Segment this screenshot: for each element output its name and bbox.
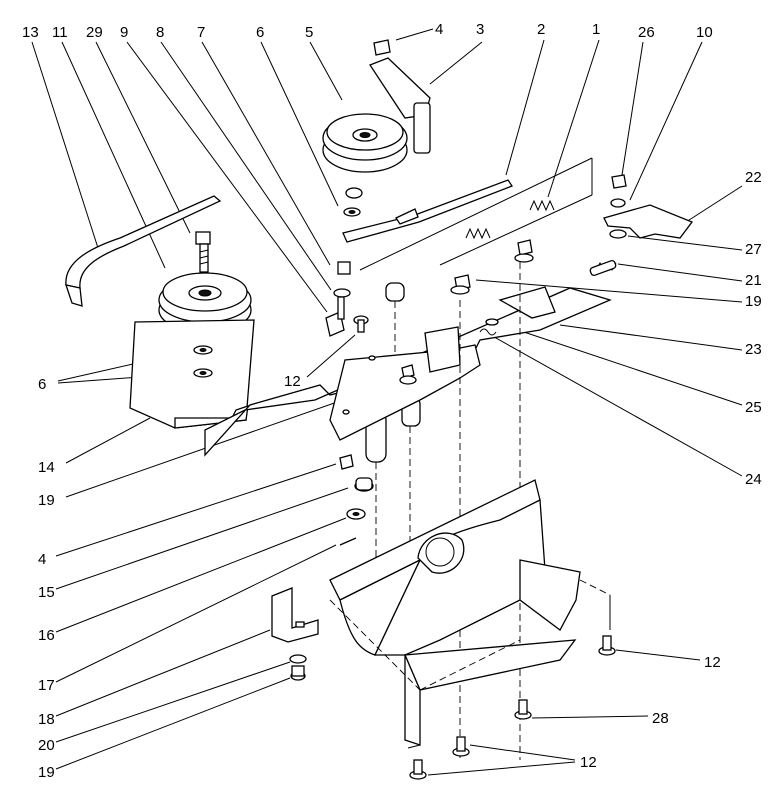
callout-28: 28 bbox=[652, 710, 669, 727]
callout-9: 9 bbox=[120, 24, 128, 41]
callout-6-top: 6 bbox=[256, 24, 264, 41]
leader-lines bbox=[31, 28, 743, 776]
mid-bolt bbox=[353, 315, 369, 333]
callout-16: 16 bbox=[38, 627, 55, 644]
callout-8: 8 bbox=[156, 24, 164, 41]
callout-19-right: 19 bbox=[745, 293, 762, 310]
lower-bracket bbox=[271, 587, 319, 681]
callout-4-top: 4 bbox=[435, 21, 443, 38]
callout-15: 15 bbox=[38, 584, 55, 601]
arm-hardware-stack bbox=[325, 187, 363, 337]
callout-29: 29 bbox=[86, 24, 103, 41]
callout-11: 11 bbox=[52, 24, 68, 41]
bottom-bolts bbox=[409, 635, 616, 780]
callout-21: 21 bbox=[745, 272, 762, 289]
pulley-bolt bbox=[195, 231, 211, 273]
callout-25: 25 bbox=[745, 399, 762, 416]
callout-14: 14 bbox=[38, 459, 55, 476]
callout-3: 3 bbox=[476, 21, 484, 38]
callout-27: 27 bbox=[745, 241, 762, 258]
callout-18: 18 bbox=[38, 711, 55, 728]
callout-1: 1 bbox=[592, 21, 600, 38]
lower-shield bbox=[329, 479, 611, 749]
callout-22: 22 bbox=[745, 169, 762, 186]
callout-2: 2 bbox=[537, 21, 545, 38]
callout-4-left: 4 bbox=[38, 551, 46, 568]
left-idler-plate bbox=[129, 319, 255, 429]
left-hardware-column bbox=[339, 364, 417, 546]
idler-arm bbox=[369, 39, 431, 154]
rod-and-spring bbox=[342, 157, 593, 271]
callout-7: 7 bbox=[197, 24, 205, 41]
callout-5: 5 bbox=[305, 24, 313, 41]
callout-12-right: 12 bbox=[704, 654, 721, 671]
callout-13: 13 bbox=[22, 24, 39, 41]
callout-6-left: 6 bbox=[38, 376, 46, 393]
callout-24: 24 bbox=[745, 471, 762, 488]
callout-17: 17 bbox=[38, 677, 55, 694]
callout-12-bottom: 12 bbox=[580, 754, 597, 771]
callout-10: 10 bbox=[696, 24, 713, 41]
callout-20: 20 bbox=[38, 737, 55, 754]
callout-23: 23 bbox=[745, 341, 762, 358]
right-linkage bbox=[450, 174, 694, 760]
callout-26: 26 bbox=[638, 24, 655, 41]
callout-labels: 13 11 29 9 8 7 6 5 4 3 2 1 26 10 22 27 2… bbox=[22, 21, 762, 781]
main-deck-plate bbox=[204, 287, 612, 457]
callout-19-left: 19 bbox=[38, 492, 55, 509]
callout-12-mid: 12 bbox=[284, 373, 301, 390]
callout-19-bottom: 19 bbox=[38, 764, 55, 781]
idler-pulley bbox=[322, 113, 408, 173]
belt bbox=[65, 195, 222, 307]
